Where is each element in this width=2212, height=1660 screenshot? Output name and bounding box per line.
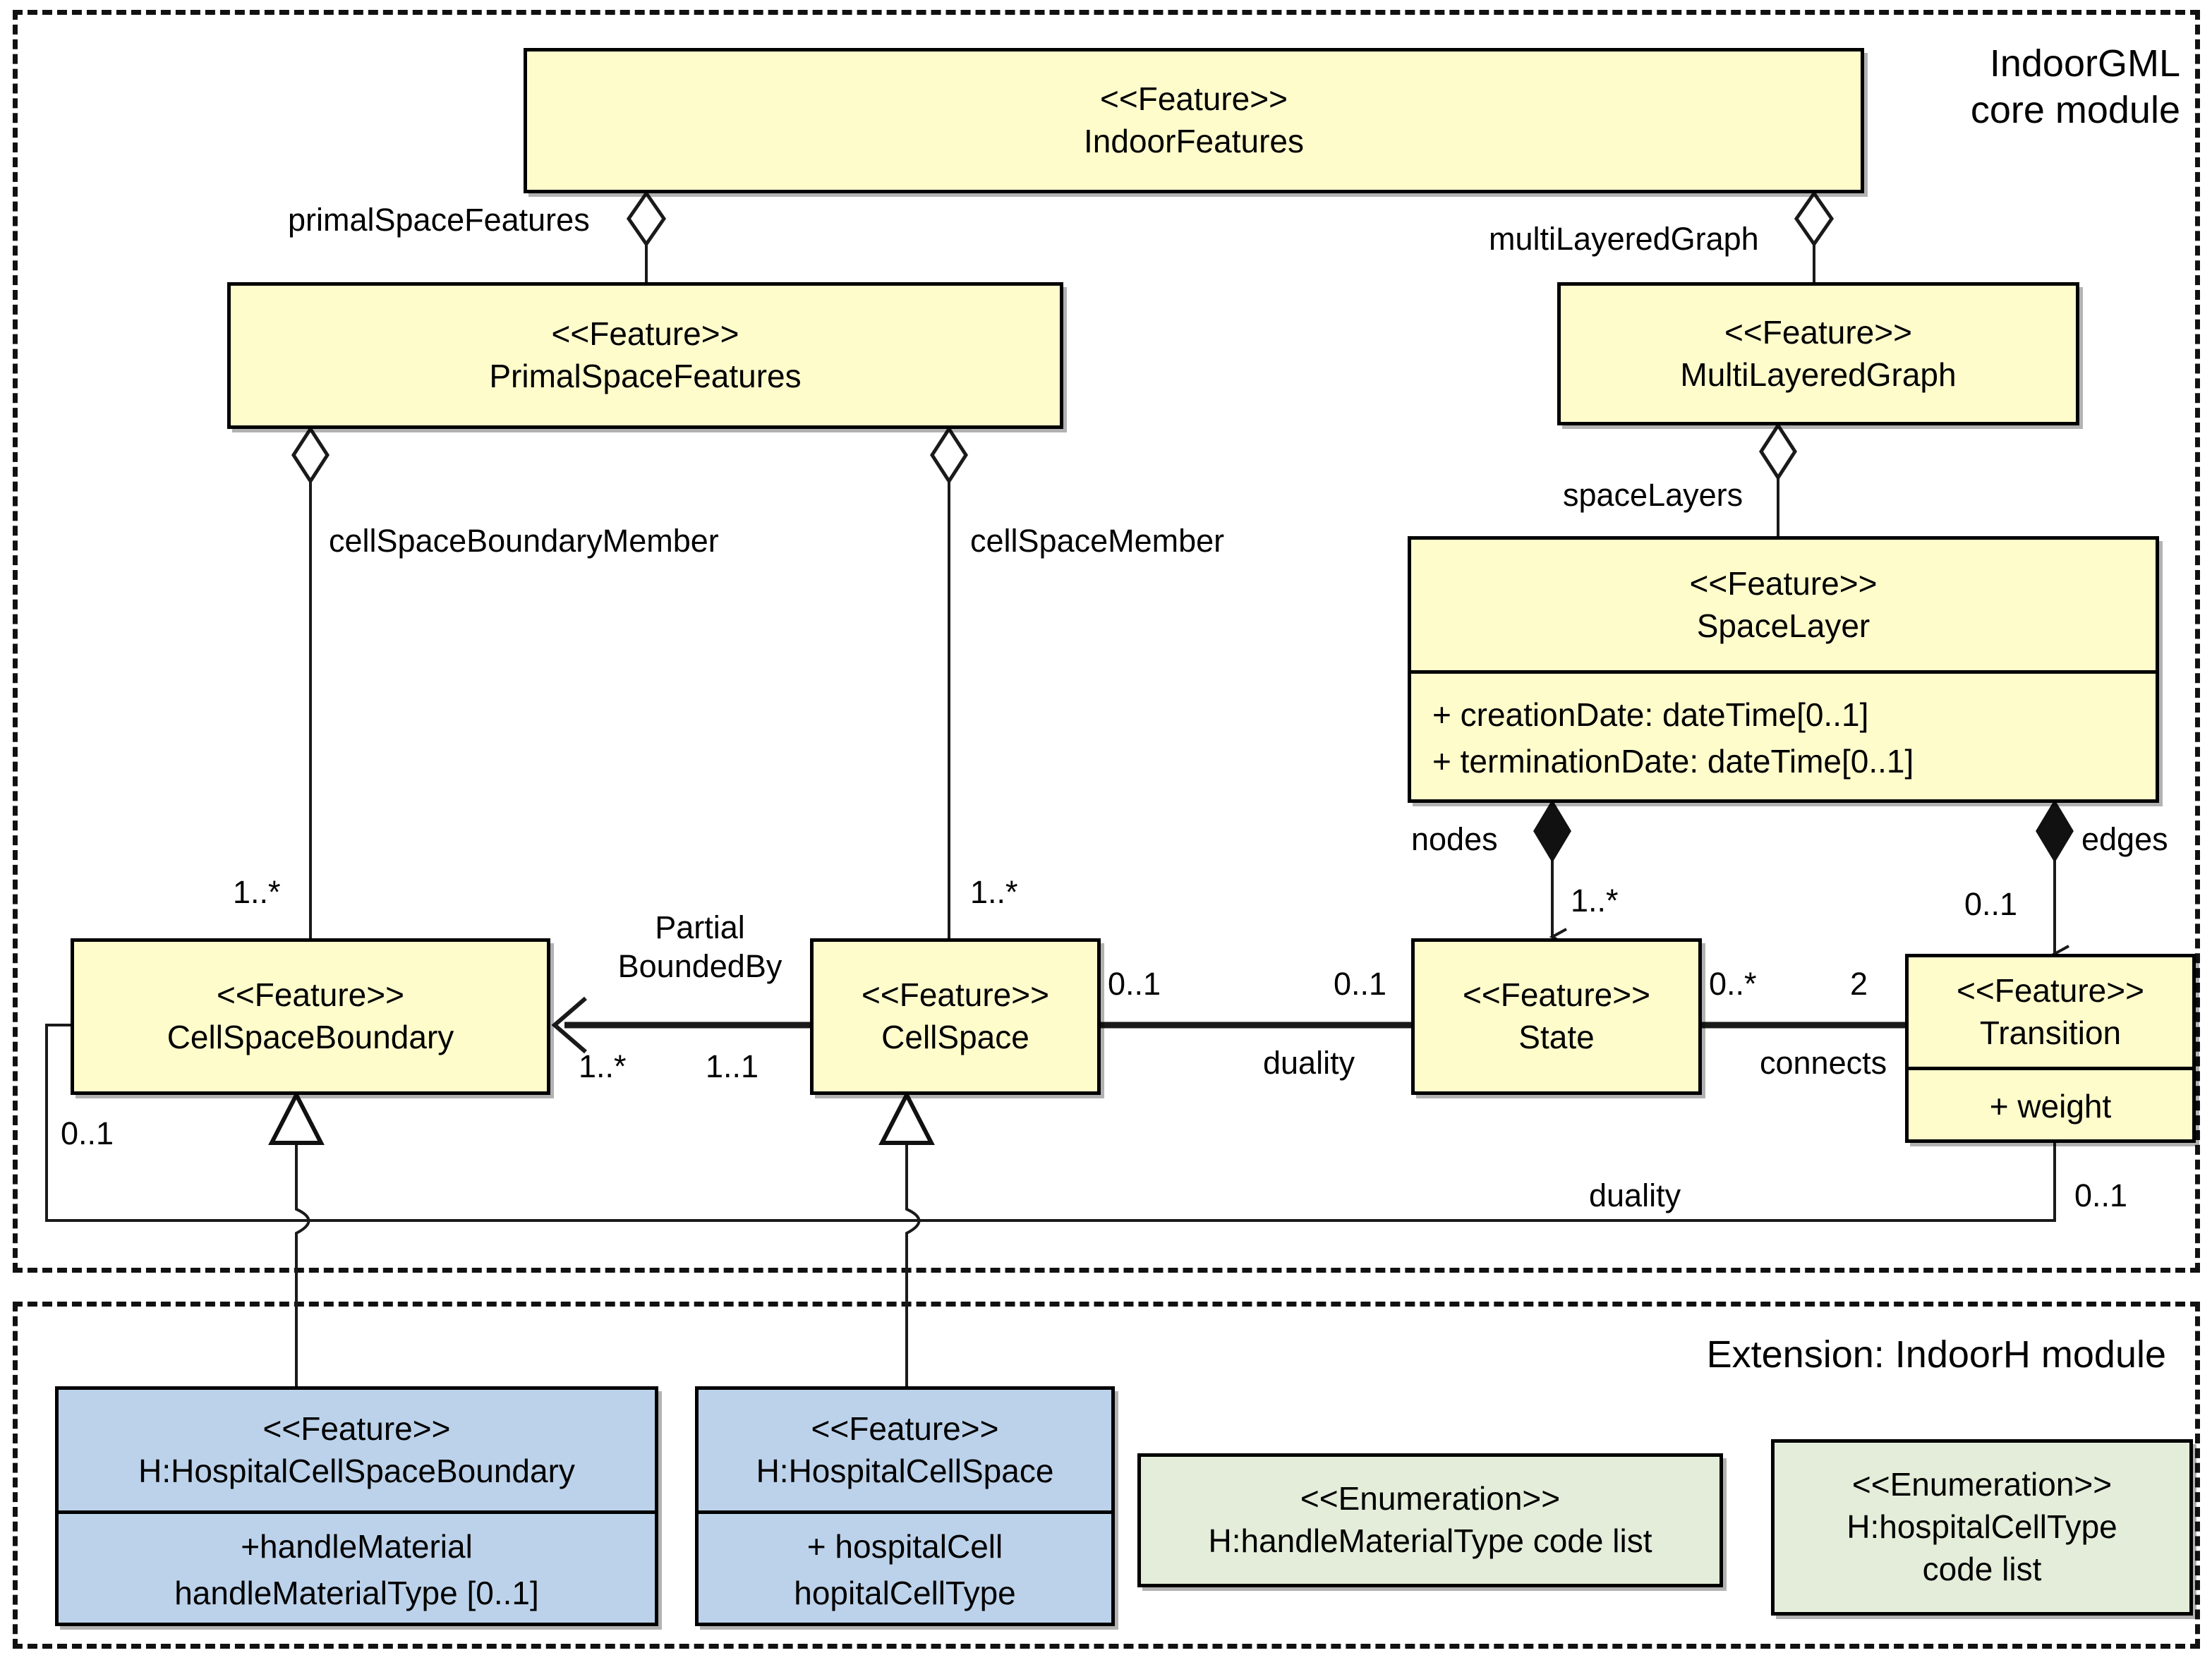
multiplicity-edges: 0..1 — [1964, 886, 2018, 922]
class-name: H:HospitalCellSpace — [756, 1452, 1054, 1489]
multiplicity-transition-duality-source: 0..1 — [2074, 1177, 2128, 1213]
class-stereotype: <<Feature>> — [1463, 976, 1650, 1014]
class-cell-space[interactable]: <<Feature>> CellSpace — [810, 938, 1101, 1095]
class-stereotype: <<Feature>> — [1689, 564, 1878, 602]
class-stereotype: <<Feature>> — [262, 1410, 451, 1447]
class-stereotype: <<Feature>> — [862, 976, 1049, 1014]
attribute-row: +handleMaterial — [241, 1528, 473, 1565]
class-stereotype: <<Feature>> — [551, 315, 739, 353]
multiplicity-state-duality-target: 0..1 — [1334, 966, 1387, 1002]
multiplicity-nodes: 1..* — [1571, 883, 1619, 919]
class-cell-space-boundary[interactable]: <<Feature>> CellSpaceBoundary — [71, 938, 550, 1095]
role-label-cell-space-boundary-member: cellSpaceBoundaryMember — [329, 523, 719, 559]
multiplicity-partial-bounded-by-target: 1..1 — [706, 1048, 759, 1084]
multiplicity-state-connects: 0..* — [1709, 966, 1757, 1002]
class-stereotype: <<Feature>> — [1957, 971, 2144, 1009]
class-attributes: + creationDate: dateTime[0..1] + termina… — [1411, 674, 2156, 803]
class-name: IndoorFeatures — [1084, 123, 1304, 159]
attribute-row: + weight — [1989, 1087, 2112, 1125]
class-name: H:HospitalCellSpaceBoundary — [138, 1452, 575, 1489]
role-label-multi-layered-graph: multiLayeredGraph — [1489, 221, 1759, 257]
class-name: H:handleMaterialType code list — [1208, 1522, 1652, 1559]
class-stereotype: <<Enumeration>> — [1851, 1466, 2113, 1503]
multiplicity-cell-space-member: 1..* — [970, 874, 1018, 910]
role-label-connects: connects — [1760, 1045, 1887, 1081]
class-hospital-cell-space[interactable]: <<Feature>> H:HospitalCellSpace + hospit… — [695, 1386, 1115, 1626]
role-label-space-layers: spaceLayers — [1563, 477, 1743, 513]
class-handle-material-type-enumeration[interactable]: <<Enumeration>> H:handleMaterialType cod… — [1137, 1453, 1723, 1587]
role-label-cell-space-member: cellSpaceMember — [970, 523, 1225, 559]
attribute-row: + creationDate: dateTime[0..1] — [1432, 696, 1869, 734]
role-label-primal-space-features: primalSpaceFeatures — [288, 202, 590, 238]
role-label-partial-bounded-by: Partial BoundedBy — [617, 909, 782, 984]
role-label-duality-bottom: duality — [1589, 1177, 1681, 1213]
package-indoorh-extension-label: Extension: IndoorH module — [1706, 1333, 2166, 1376]
class-attributes: +handleMaterial handleMaterialType [0..1… — [59, 1514, 655, 1626]
attribute-row: + terminationDate: dateTime[0..1] — [1432, 742, 1914, 780]
class-primal-space-features[interactable]: <<Feature>> PrimalSpaceFeatures — [227, 282, 1063, 429]
class-hospital-cell-space-boundary[interactable]: <<Feature>> H:HospitalCellSpaceBoundary … — [55, 1386, 658, 1626]
class-name: H:hospitalCellType code list — [1847, 1508, 2117, 1587]
role-label-edges: edges — [2081, 821, 2168, 857]
class-space-layer[interactable]: <<Feature>> SpaceLayer + creationDate: d… — [1408, 536, 2159, 803]
class-name: Transition — [1979, 1014, 2122, 1051]
package-indoorh-extension — [13, 1302, 2200, 1649]
package-indoorgml-core-label: IndoorGML core module — [1970, 42, 2180, 131]
multiplicity-partial-bounded-by-source: 1..* — [579, 1048, 627, 1084]
class-transition[interactable]: <<Feature>> Transition + weight — [1905, 954, 2196, 1143]
attribute-row: hopitalCellType — [794, 1574, 1016, 1611]
multiplicity-transition-connects: 2 — [1850, 966, 1868, 1002]
class-stereotype: <<Enumeration>> — [1300, 1480, 1561, 1517]
multiplicity-cell-space-boundary-member: 1..* — [233, 874, 281, 910]
class-attributes: + hospitalCell hopitalCellType — [699, 1514, 1111, 1626]
class-multi-layered-graph[interactable]: <<Feature>> MultiLayeredGraph — [1557, 282, 2079, 425]
class-name: State — [1518, 1019, 1595, 1055]
class-attributes: + weight — [1909, 1070, 2192, 1143]
class-name: CellSpaceBoundary — [167, 1019, 454, 1055]
class-stereotype: <<Feature>> — [811, 1410, 999, 1447]
class-indoor-features[interactable]: <<Feature>> IndoorFeatures — [524, 48, 1864, 193]
class-stereotype: <<Feature>> — [1100, 80, 1288, 118]
package-indoorgml-core — [13, 10, 2200, 1273]
class-name: MultiLayeredGraph — [1680, 356, 1957, 393]
attribute-row: + hospitalCell — [806, 1528, 1003, 1565]
role-label-duality-top: duality — [1263, 1045, 1355, 1081]
class-name: PrimalSpaceFeatures — [489, 358, 802, 394]
class-name: SpaceLayer — [1696, 607, 1870, 644]
class-name: CellSpace — [881, 1019, 1029, 1055]
class-stereotype: <<Feature>> — [217, 976, 404, 1014]
attribute-row: handleMaterialType [0..1] — [174, 1574, 539, 1611]
class-hospital-cell-type-enumeration[interactable]: <<Enumeration>> H:hospitalCellType code … — [1771, 1439, 2193, 1616]
multiplicity-cellspace-duality-source: 0..1 — [1108, 966, 1161, 1002]
class-stereotype: <<Feature>> — [1724, 313, 1912, 351]
multiplicity-cellspaceboundary-duality-target: 0..1 — [61, 1115, 114, 1151]
role-label-nodes: nodes — [1411, 821, 1498, 857]
class-state[interactable]: <<Feature>> State — [1411, 938, 1702, 1095]
